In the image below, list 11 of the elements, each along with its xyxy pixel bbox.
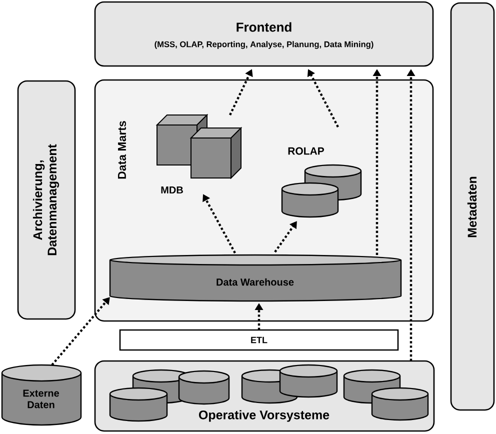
node-label: MDB	[161, 186, 183, 194]
archive-panel: Archivierung, Datenmanagement	[17, 80, 76, 320]
metadata-panel: Metadaten	[450, 2, 495, 411]
etl-bar: ETL	[119, 329, 399, 351]
source-systems-box: Operative Vorsysteme	[94, 360, 435, 432]
arrow	[51, 297, 110, 366]
node-label: ROLAP	[288, 147, 324, 155]
database-stack: ROLAP	[281, 147, 362, 218]
database-cylinder: Externe Daten	[1, 364, 82, 426]
warehouse-cylinder: Data Warehouse	[109, 254, 402, 302]
frontend-box: Frontend (MSS, OLAP, Reporting, Analyse, Planung, Data Mining)	[94, 1, 434, 67]
